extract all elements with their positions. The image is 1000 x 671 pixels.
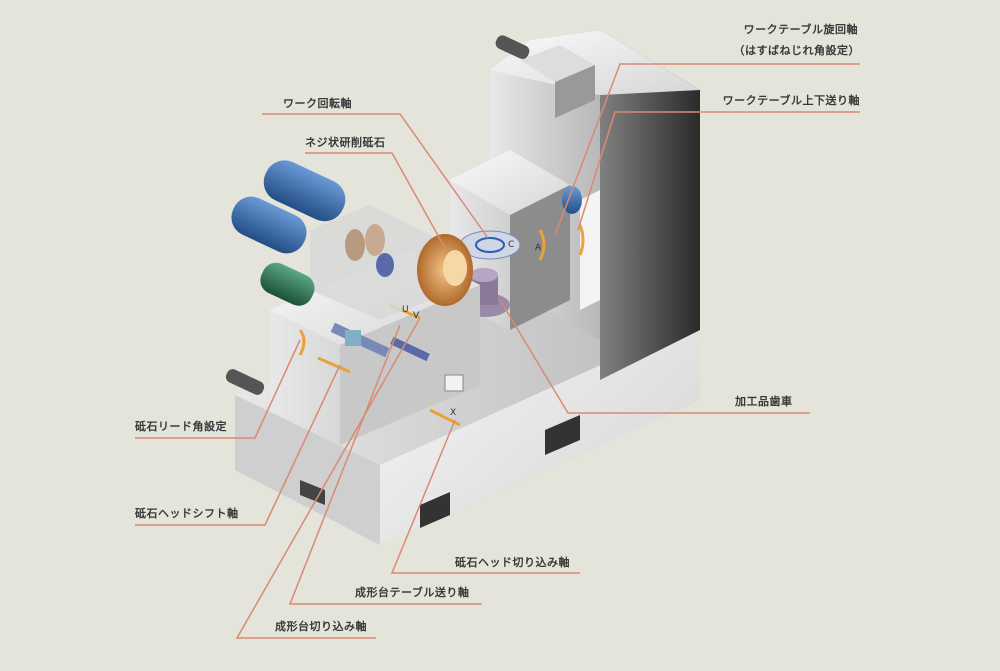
leader-lines <box>135 63 860 639</box>
motors <box>225 160 346 395</box>
leader-table-vertical <box>577 111 860 231</box>
label-table-swivel-axis: ワークテーブル旋回軸 <box>743 23 858 36</box>
label-workpiece-gear: 加工品歯車 <box>735 395 793 408</box>
wheel-head <box>270 205 480 445</box>
leader-table-swivel <box>554 63 860 236</box>
leader-wheel-head-shift <box>135 364 341 526</box>
label-wheel-head-shift: 砥石ヘッドシフト軸 <box>135 507 239 520</box>
leader-work-rotation <box>262 113 489 239</box>
label-table-swivel-note: （はすばねじれ角設定） <box>733 44 860 57</box>
axis-mark-u: U <box>402 305 409 315</box>
leader-dresser-infeed <box>235 317 421 639</box>
leader-wheel-head-infeed <box>390 419 580 574</box>
label-threaded-wheel: ネジ状研削砥石 <box>305 136 386 149</box>
blue-motor-upper <box>263 160 346 222</box>
blue-motor-lower <box>231 196 307 254</box>
machine-column <box>490 30 700 380</box>
label-work-rotation-axis: ワーク回転軸 <box>283 97 352 110</box>
axis-mark-v: V <box>413 311 420 321</box>
leader-threaded-wheel <box>305 152 446 249</box>
green-motor <box>260 262 315 306</box>
label-wheel-head-infeed: 砥石ヘッド切り込み軸 <box>455 556 570 569</box>
axis-mark-a: A <box>535 243 542 253</box>
axis-mark-c: C <box>508 240 514 250</box>
label-wheel-lead-angle: 砥石リード角設定 <box>135 420 227 433</box>
leader-wheel-lead-angle <box>135 339 301 439</box>
label-table-vertical-feed: ワークテーブル上下送り軸 <box>722 94 860 107</box>
leader-workpiece-gear <box>499 299 810 414</box>
label-dresser-infeed: 成形台切り込み軸 <box>275 620 367 633</box>
label-dresser-table-feed: 成形台テーブル送り軸 <box>355 586 470 599</box>
axis-mark-x: X <box>450 408 456 418</box>
